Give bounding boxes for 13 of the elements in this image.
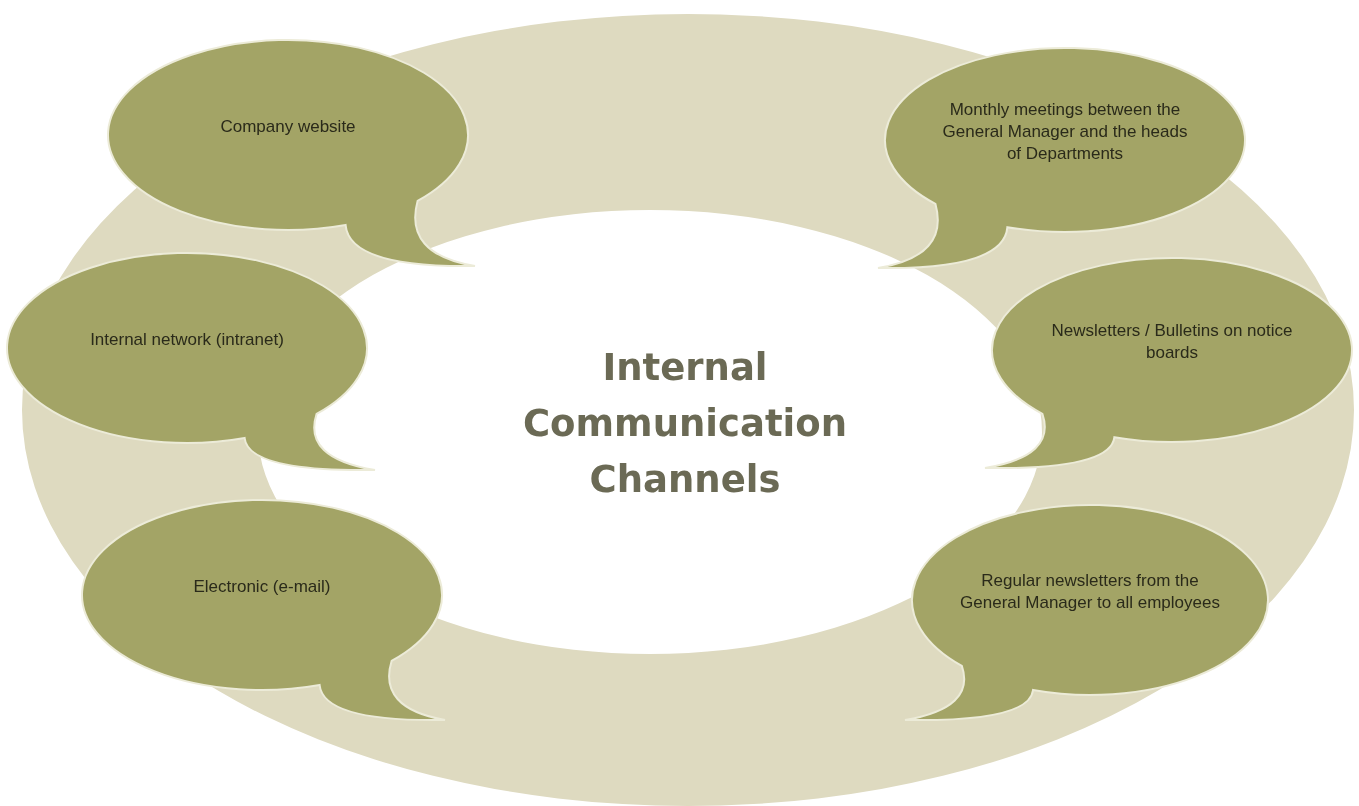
speech-bubble (902, 502, 1271, 723)
speech-bubble (875, 45, 1248, 271)
title: Internal Communication Channels (521, 345, 849, 503)
bubble-text: Monthly meetings between the General Manager and the heads of Departments (941, 99, 1189, 165)
speech-bubble (105, 37, 478, 269)
speech-bubble (982, 255, 1355, 471)
bubble-text: Newsletters / Bulletins on notice boards (1050, 320, 1294, 364)
speech-bubble (4, 250, 378, 473)
speech-bubble (79, 497, 448, 723)
bubble-text: Company website (219, 116, 357, 138)
bubble-text: Internal network (intranet) (89, 329, 285, 351)
bubble-text: Regular newsletters from the General Manager to all employees (960, 570, 1220, 614)
bubble-text: Electronic (e-mail) (192, 576, 332, 598)
